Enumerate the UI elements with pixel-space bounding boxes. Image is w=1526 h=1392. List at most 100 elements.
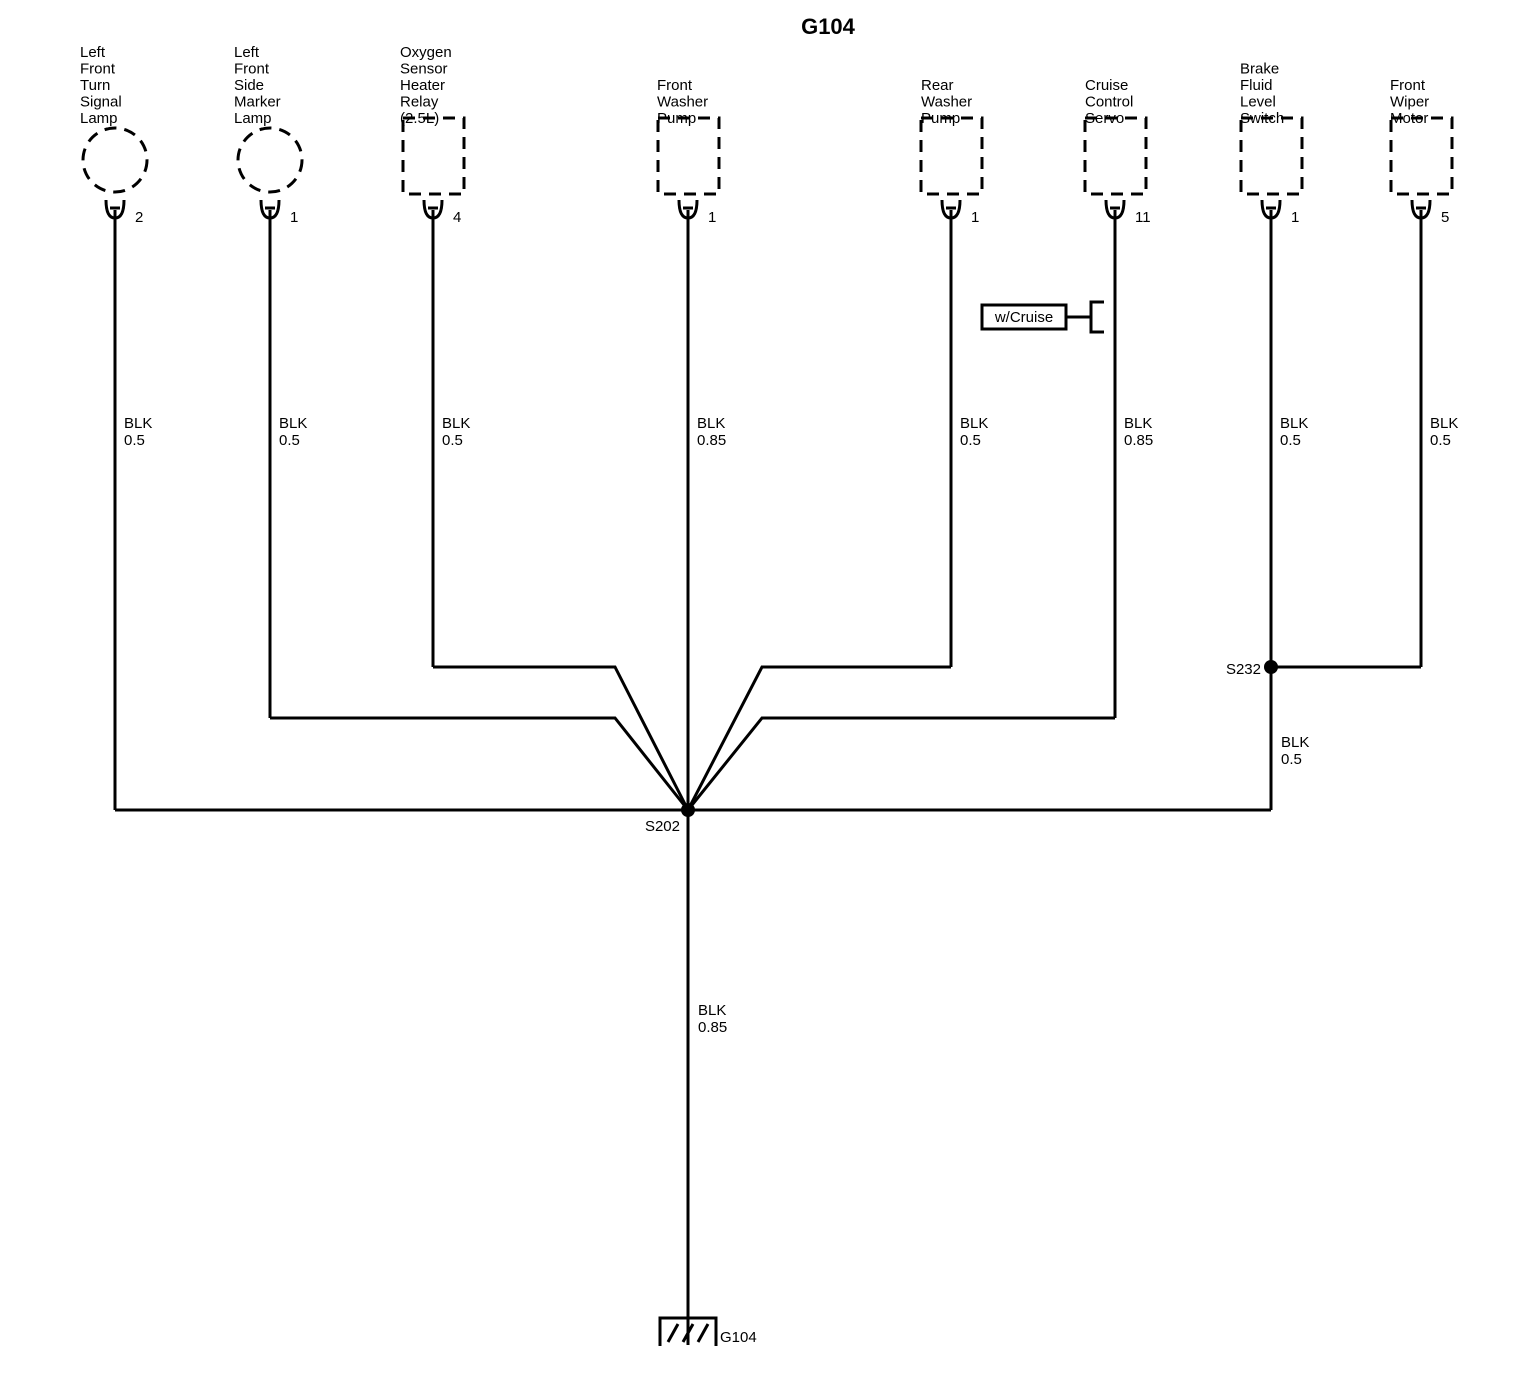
component-name-line: Signal [80, 94, 122, 111]
splice-dot-s202 [681, 803, 695, 817]
component-name-line: Fluid [1240, 77, 1273, 94]
component-name-line: Motor [1390, 110, 1428, 127]
option-label: w/Cruise [994, 309, 1053, 326]
component-name-line: Cruise [1085, 77, 1128, 94]
ground-hatch [681, 1323, 695, 1343]
wire-gauge: 0.5 [124, 432, 145, 449]
wire-gauge: 0.85 [697, 432, 726, 449]
wire-gauge: 0.85 [698, 1019, 727, 1036]
component-name-line: Washer [921, 94, 972, 111]
component-name-line: Lamp [80, 110, 118, 127]
component-name-line: Left [80, 44, 106, 61]
wire-branch-side-marker [270, 716, 690, 811]
wire-gauge: 0.5 [960, 432, 981, 449]
ground-hatch [666, 1323, 680, 1343]
pin-number-brake-fluid: 1 [1291, 209, 1299, 226]
component-name-line: Rear [921, 77, 954, 94]
component-box-o2-relay [401, 116, 466, 196]
option-box [980, 303, 1068, 331]
wire-branch-cruise [686, 716, 1115, 811]
pin-number-front-washer: 1 [708, 209, 716, 226]
component-name-line: Left [234, 44, 260, 61]
splice-dot-s232 [1264, 660, 1278, 674]
pin-number-lf-turn: 2 [135, 209, 143, 226]
component-name-line: Front [1390, 77, 1426, 94]
option-cruise: w/Cruise [980, 300, 1104, 334]
component-box-front-washer [656, 116, 721, 196]
wire-gauge: 0.5 [1280, 432, 1301, 449]
splice-label-s202: S202 [645, 818, 680, 835]
wire-color: BLK [698, 1002, 726, 1019]
component-name-line: Brake [1240, 61, 1279, 78]
wire-gauge: 0.5 [1430, 432, 1451, 449]
option-bracket [1089, 300, 1104, 334]
component-name-line: Wiper [1390, 94, 1429, 111]
pin-number-cruise-servo: 11 [1135, 209, 1151, 226]
splice-s232: S232 [1226, 660, 1278, 678]
wire-color: BLK [124, 415, 152, 432]
component-name-line: Relay [400, 94, 439, 111]
wire-color: BLK [960, 415, 988, 432]
wire-color: BLK [442, 415, 470, 432]
component-name-line: (2.5L) [400, 110, 439, 127]
wire-gauge: 0.5 [442, 432, 463, 449]
pin-number-front-wiper: 5 [1441, 209, 1449, 226]
wire-gauge: 0.5 [279, 432, 300, 449]
wire-color: BLK [1124, 415, 1152, 432]
wire-gauge: 0.85 [1124, 432, 1153, 449]
pin-number-rear-washer: 1 [971, 209, 979, 226]
component-box-cruise-servo [1083, 116, 1148, 196]
component-name-line: Pump [921, 110, 960, 127]
component-name-line: Sensor [400, 61, 448, 78]
component-name-line: Washer [657, 94, 708, 111]
component-name-line: Control [1085, 94, 1133, 111]
splice-s202: S202 [645, 803, 695, 835]
component-name-line: Heater [400, 77, 445, 94]
component-name-line: Oxygen [400, 44, 452, 61]
wire-branch-o2 [433, 665, 690, 811]
lamp-icon [236, 126, 304, 194]
component-name-line: Turn [80, 77, 110, 94]
ground-hatch [696, 1323, 710, 1343]
pin-number-lf-side: 1 [290, 209, 298, 226]
component-name-line: Front [234, 61, 270, 78]
component-name-line: Front [80, 61, 116, 78]
wires [113, 210, 1423, 1345]
wire-color: BLK [279, 415, 307, 432]
component-box-brake-fluid [1239, 116, 1304, 196]
component-name-line: Pump [657, 110, 696, 127]
wire-branch-rear-washer [686, 665, 951, 811]
component-name-line: Marker [234, 94, 281, 111]
wire-color: BLK [1430, 415, 1458, 432]
component-name-line: Lamp [234, 110, 272, 127]
lamp-icon [81, 126, 149, 194]
diagram-title: G104 [801, 14, 856, 39]
ground-g104: G104 [658, 1316, 757, 1346]
splice-label-s232: S232 [1226, 661, 1261, 678]
component-name-line: Front [657, 77, 693, 94]
component-name-line: Side [234, 77, 264, 94]
wire-color: BLK [697, 415, 725, 432]
pin-number-o2-relay: 4 [453, 209, 461, 226]
